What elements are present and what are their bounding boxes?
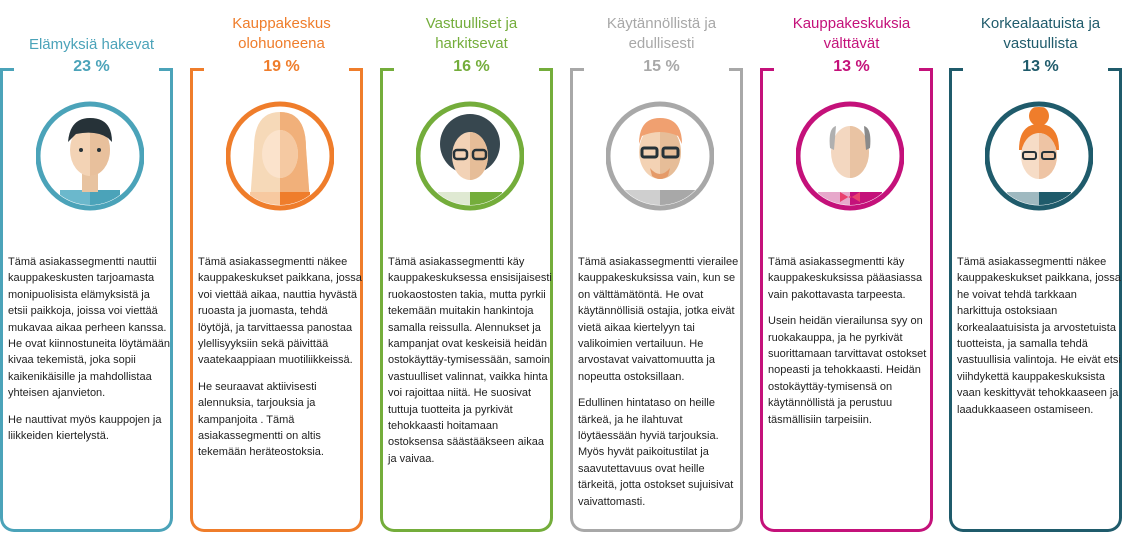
segment-percent: 16 % [453, 58, 490, 75]
segment-percent: 13 % [1022, 58, 1059, 75]
segment-frame [380, 68, 553, 532]
segment-title-line: vastuullista [1003, 35, 1078, 52]
description-paragraph: Tämä asiakassegmentti käy kauppakeskukse… [388, 256, 552, 465]
person-avatar-icon [226, 101, 334, 211]
description-paragraph: Tämä asiakassegmentti vierailee kauppake… [578, 256, 739, 383]
segment-kaytannollista-ja-edullisesti: Käytännöllistä ja edullisesti 15 % Tämä … [570, 0, 753, 546]
segment-frame [190, 68, 363, 532]
segment-title: Elämyksiä hakevat [0, 35, 183, 55]
segment-percent: 23 % [73, 58, 110, 75]
segment-kauppakeskus-olohuoneena: Kauppakeskus olohuoneena 19 % Tämä asiak… [190, 0, 373, 546]
segment-title-line: olohuoneena [238, 35, 325, 52]
description-paragraph: Tämä asiakassegmentti nauttii kauppakesk… [8, 256, 171, 400]
description-paragraph: Tämä asiakassegmentti näkee kauppakeskuk… [198, 256, 362, 367]
segment-title-line: Kauppakeskus [232, 15, 331, 32]
segment-title: Käytännöllistä ja edullisesti [570, 14, 753, 54]
description-paragraph: Tämä asiakassegmentti käy kauppakeskuksi… [768, 256, 923, 301]
segment-description: Tämä asiakassegmentti vierailee kauppake… [578, 254, 742, 520]
description-paragraph: Tämä asiakassegmentti näkee kauppakeskuk… [957, 256, 1121, 416]
segment-percent: 13 % [833, 58, 870, 75]
segment-title: Kauppakeskus olohuoneena [190, 14, 373, 54]
segment-elamyksia-hakevat: Elämyksiä hakevat 23 % Tämä asiakassegme… [0, 0, 183, 546]
segment-title-line: edullisesti [628, 35, 695, 52]
segment-title: Vastuulliset ja harkitsevat [380, 14, 563, 54]
person-avatar-icon [36, 101, 144, 211]
description-paragraph: He seuraavat aktiivisesti alennuksia, ta… [198, 380, 324, 459]
segment-description: Tämä asiakassegmentti käy kauppakeskukse… [388, 254, 552, 477]
segment-title-line: Kauppakeskuksia [792, 15, 911, 32]
segment-title-line: Käytännöllistä ja [606, 15, 717, 32]
segment-description: Tämä asiakassegmentti näkee kauppakeskuk… [957, 254, 1121, 428]
segment-frame [949, 68, 1122, 532]
segment-frame [760, 68, 933, 532]
segment-title-line: harkitsevat [435, 35, 508, 52]
person-avatar-icon [985, 101, 1093, 211]
person-avatar-icon [606, 101, 714, 211]
segment-description: Tämä asiakassegmentti käy kauppakeskuksi… [768, 254, 932, 438]
segment-vastuulliset-ja-harkitsevat: Vastuulliset ja harkitsevat 16 % Tämä as… [380, 0, 563, 546]
description-paragraph: He nauttivat myös kauppojen ja liikkeide… [8, 413, 162, 443]
segment-title: Korkealaatuista ja vastuullista [949, 14, 1131, 54]
segment-frame [0, 68, 173, 532]
person-avatar-icon [416, 101, 524, 211]
segment-description: Tämä asiakassegmentti nauttii kauppakesk… [8, 254, 172, 454]
segment-title-line: välttävät [823, 35, 880, 52]
person-avatar-icon [796, 101, 904, 211]
segment-description: Tämä asiakassegmentti näkee kauppakeskuk… [198, 254, 362, 471]
segment-title-line: Korkealaatuista ja [980, 15, 1101, 32]
segment-kauppakeskuksia-valttavat: Kauppakeskuksia välttävät 13 % Tämä asia… [760, 0, 943, 546]
segment-frame [570, 68, 743, 532]
segment-korkealaatuista-ja-vastuullista: Korkealaatuista ja vastuullista 13 % Täm… [949, 0, 1131, 546]
segment-title-line: Elämyksiä hakevat [28, 36, 155, 53]
description-paragraph: Usein heidän vierailunsa syy on ruokakau… [768, 315, 927, 426]
segment-title-line: Vastuulliset ja [425, 15, 518, 32]
segment-percent: 19 % [263, 58, 300, 75]
segment-title: Kauppakeskuksia välttävät [760, 14, 943, 54]
description-paragraph: Edullinen hintataso on heille tärkeä, ja… [578, 397, 734, 508]
segment-percent: 15 % [643, 58, 680, 75]
